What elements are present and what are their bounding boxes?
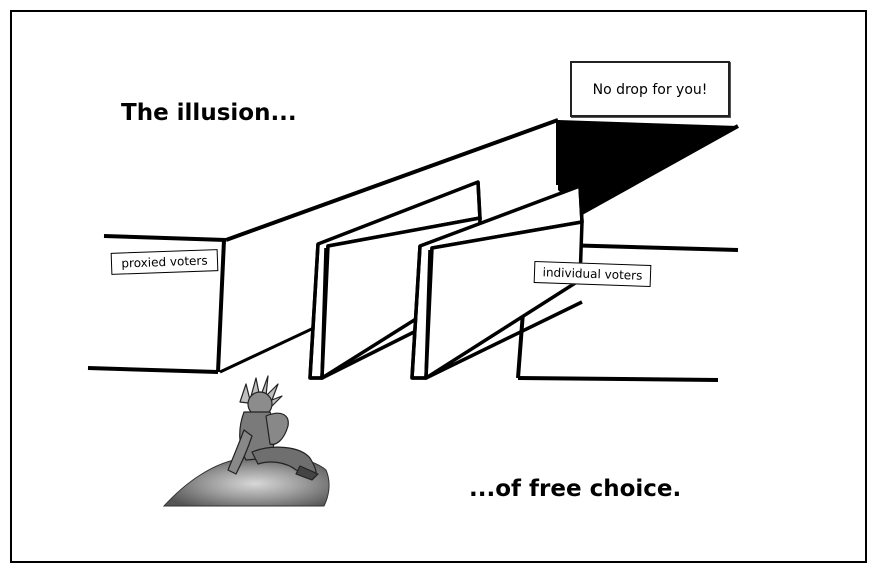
sitting-figure — [227, 375, 319, 481]
caption-top: The illusion... — [121, 100, 297, 126]
chasm-shadow — [558, 120, 738, 214]
caption-bottom: ...of free choice. — [469, 476, 682, 502]
proxied-voters-sign: proxied voters — [110, 249, 219, 275]
no-drop-sign: No drop for you! — [570, 61, 730, 117]
individual-voters-sign: individual voters — [533, 260, 652, 288]
